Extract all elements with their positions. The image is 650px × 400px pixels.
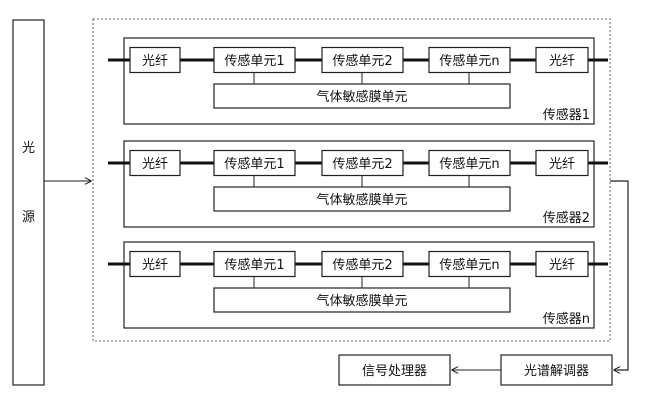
fiber-left-label: 光纤: [142, 157, 168, 172]
sensor-frame: [123, 37, 595, 125]
gas-sensitive-film-label: 气体敏感膜单元: [316, 192, 407, 208]
fiber-left-label: 光纤: [142, 54, 168, 69]
fiber-left-label: 光纤: [142, 258, 168, 273]
sensing-unit-2-box: [321, 46, 404, 74]
gas-sensitive-film-label: 气体敏感膜单元: [316, 89, 407, 105]
gas-sensitive-film-box: [213, 186, 511, 212]
fiber-right-label: 光纤: [549, 258, 575, 273]
fiber-right-box: [535, 46, 589, 74]
light-source-char-1: 光: [22, 141, 35, 156]
gas-sensitive-film-box: [213, 287, 511, 313]
sensing-unit-2-label: 传感单元2: [332, 257, 392, 273]
signal-processor-label: 信号处理器: [362, 364, 427, 379]
fiber-right-label: 光纤: [549, 54, 575, 69]
sensing-unit-n-box: [428, 149, 511, 177]
sensor-frame: [123, 241, 595, 329]
sensing-unit-1-label: 传感单元1: [224, 156, 284, 172]
signal-processor-box: 信号处理器: [338, 354, 451, 386]
sensor-label: 传感器1: [543, 107, 590, 123]
connection-to-demodulator: [610, 180, 629, 370]
light-source: 光 源: [12, 19, 45, 386]
fiber-right-box: [535, 250, 589, 278]
sensor-label: 传感器2: [543, 210, 590, 226]
sensing-unit-n-label: 传感单元n: [439, 257, 499, 273]
sensing-unit-1-label: 传感单元1: [224, 257, 284, 273]
sensing-unit-1-box: [213, 250, 296, 278]
fiber-left-box: [129, 149, 181, 177]
sensor-frame: [123, 140, 595, 228]
sensor-array-container: [92, 18, 611, 342]
sensing-unit-1-label: 传感单元1: [224, 53, 284, 69]
spectrum-demodulator-box: 光谱解调器: [500, 354, 613, 386]
fiber-left-box: [129, 46, 181, 74]
sensing-unit-2-label: 传感单元2: [332, 156, 392, 172]
sensor-label: 传感器n: [543, 311, 590, 327]
sensing-unit-n-label: 传感单元n: [439, 53, 499, 69]
sensing-unit-2-label: 传感单元2: [332, 53, 392, 69]
gas-sensitive-film-box: [213, 83, 511, 109]
sensing-unit-1-box: [213, 149, 296, 177]
fiber-right-box: [535, 149, 589, 177]
spectrum-demodulator-label: 光谱解调器: [524, 364, 589, 379]
gas-sensitive-film-label: 气体敏感膜单元: [316, 293, 407, 309]
sensing-unit-n-label: 传感单元n: [439, 156, 499, 172]
light-source-char-2: 源: [22, 210, 35, 225]
sensing-unit-2-box: [321, 250, 404, 278]
fiber-left-box: [129, 250, 181, 278]
fiber-right-label: 光纤: [549, 157, 575, 172]
sensing-unit-2-box: [321, 149, 404, 177]
